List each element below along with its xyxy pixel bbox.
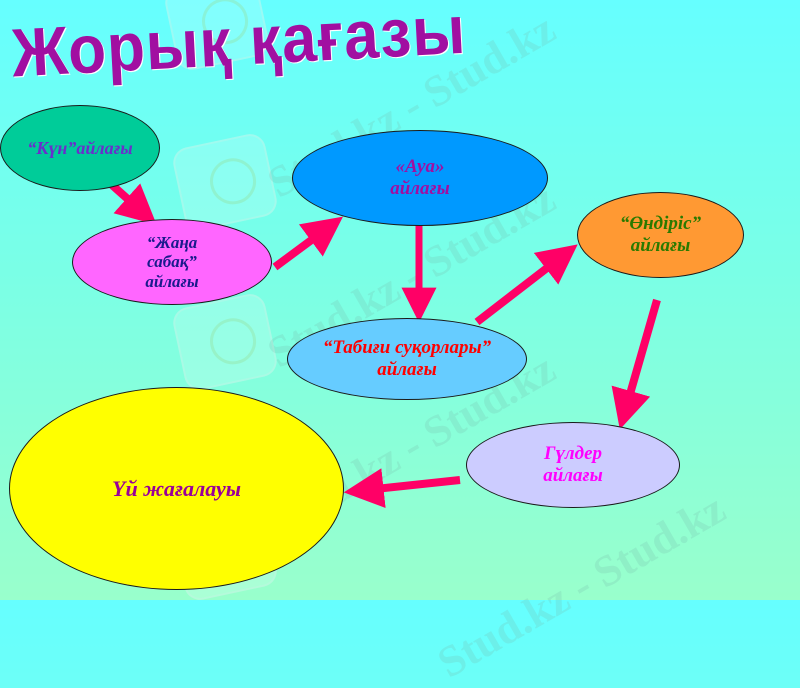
watermark-logo bbox=[170, 131, 280, 233]
node-gulder-label: Гүлдер айлағы bbox=[543, 443, 603, 486]
arrow-kun-to-zhana bbox=[109, 182, 157, 225]
watermark-logo bbox=[170, 291, 280, 393]
node-aua[interactable]: «Ауа» айлағы bbox=[292, 130, 548, 226]
node-ondiris[interactable]: “Өндіріс” айлағы bbox=[577, 192, 744, 278]
node-zhana-sabaq[interactable]: “Жаңа сабақ” айлағы bbox=[72, 219, 272, 305]
node-kun[interactable]: “Күн”айлағы bbox=[0, 105, 160, 191]
node-tabigi-suqorlary[interactable]: “Табиғи суқорлары” айлағы bbox=[287, 318, 527, 400]
node-uy-zhagalauy[interactable]: Үй жағалауы bbox=[9, 387, 344, 590]
node-aua-label: «Ауа» айлағы bbox=[390, 156, 450, 199]
node-kun-label: “Күн”айлағы bbox=[27, 137, 133, 158]
page-title: Жорық қағазы bbox=[9, 0, 468, 92]
node-ondiris-label: “Өндіріс” айлағы bbox=[619, 213, 702, 256]
arrow-zhana-to-aua bbox=[272, 216, 344, 271]
watermark-text: Stud.kz - Stud.kz bbox=[429, 483, 734, 688]
node-gulder[interactable]: Гүлдер айлағы bbox=[466, 422, 680, 508]
node-uy-zhagalauy-label: Үй жағалауы bbox=[112, 475, 241, 501]
arrow-gulder-to-uy bbox=[343, 468, 461, 509]
node-tabigi-suqorlary-label: “Табиғи суқорлары” айлағы bbox=[322, 337, 492, 380]
arrow-ondiris-to-gulder bbox=[611, 298, 661, 430]
arrow-tabigi-to-ondiris bbox=[474, 244, 578, 326]
node-zhana-sabaq-label: “Жаңа сабақ” айлағы bbox=[145, 232, 199, 291]
